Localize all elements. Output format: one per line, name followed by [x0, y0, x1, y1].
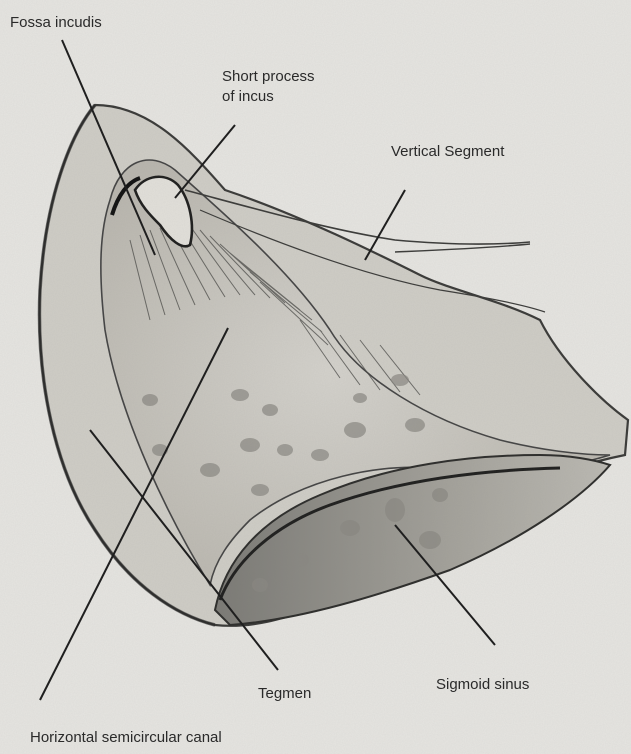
- label-short-process-line2: of incus: [222, 87, 315, 107]
- label-sigmoid-sinus: Sigmoid sinus: [436, 675, 529, 695]
- label-fossa-incudis: Fossa incudis: [10, 13, 102, 33]
- label-horizontal-canal: Horizontal semicircular canal: [30, 728, 222, 748]
- label-vertical-segment: Vertical Segment: [391, 142, 504, 162]
- label-tegmen: Tegmen: [258, 684, 311, 704]
- label-short-process: Short process of incus: [222, 67, 315, 107]
- label-short-process-line1: Short process: [222, 67, 315, 87]
